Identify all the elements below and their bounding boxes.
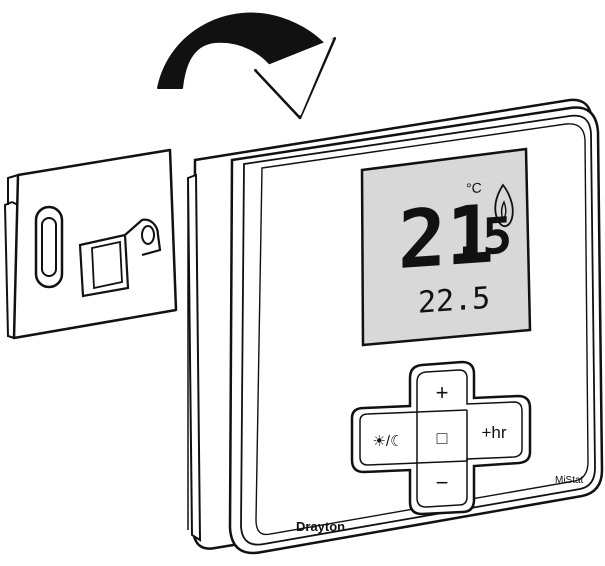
boost-button[interactable]: +hr [481, 423, 506, 442]
curved-arrow-icon [157, 12, 337, 120]
mode-button[interactable]: ☀/☾ [372, 433, 403, 450]
temperature-unit: °C [466, 179, 482, 196]
current-temp-integer: 21 [398, 188, 494, 288]
model-label: MiStat [555, 475, 584, 486]
brand-logo: Drayton [296, 519, 345, 534]
button-pad: + − □ ☀/☾ +hr [350, 360, 532, 516]
center-button[interactable]: □ [437, 428, 448, 448]
setpoint-temp: 22.5 [418, 281, 490, 321]
current-temp-decimal: .5 [452, 206, 512, 268]
minus-button[interactable]: − [436, 470, 449, 495]
flame-icon [494, 183, 514, 228]
wall-plate-icon [3, 148, 178, 340]
plus-button[interactable]: + [436, 380, 449, 405]
lcd-screen: 21 .5 °C 22.5 [360, 147, 532, 347]
